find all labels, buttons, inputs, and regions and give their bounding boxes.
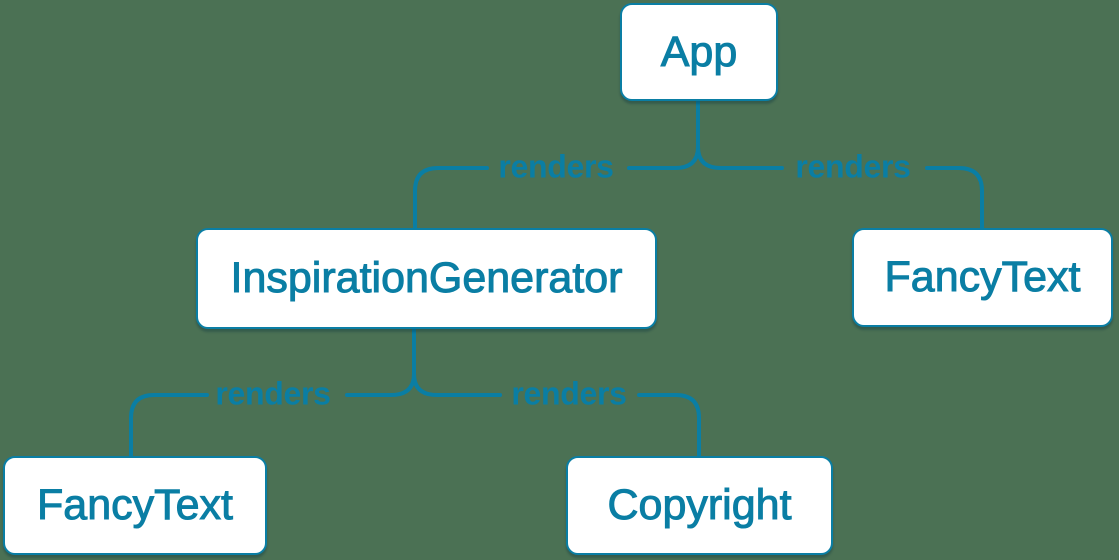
node-copyright: Copyright: [566, 456, 833, 555]
node-inspiration-generator-label: InspirationGenerator: [230, 254, 623, 303]
node-fancy-text-right: FancyText: [852, 228, 1113, 327]
node-fancy-text-left-label: FancyText: [37, 481, 234, 530]
node-fancy-text-right-label: FancyText: [884, 253, 1081, 302]
edge-app-to-fancytext: [696, 145, 984, 231]
node-inspiration-generator: InspirationGenerator: [196, 228, 657, 329]
node-fancy-text-left: FancyText: [3, 456, 267, 555]
edge-label-renders-1: renders: [498, 148, 614, 185]
node-copyright-label: Copyright: [607, 481, 792, 530]
edge-label-renders-2: renders: [795, 148, 911, 185]
node-app-label: App: [660, 27, 738, 76]
edge-label-renders-3: renders: [215, 375, 331, 412]
node-app: App: [620, 3, 778, 101]
edge-label-renders-4: renders: [511, 375, 627, 412]
edge-inspirationgenerator-to-copyright: [412, 372, 701, 459]
